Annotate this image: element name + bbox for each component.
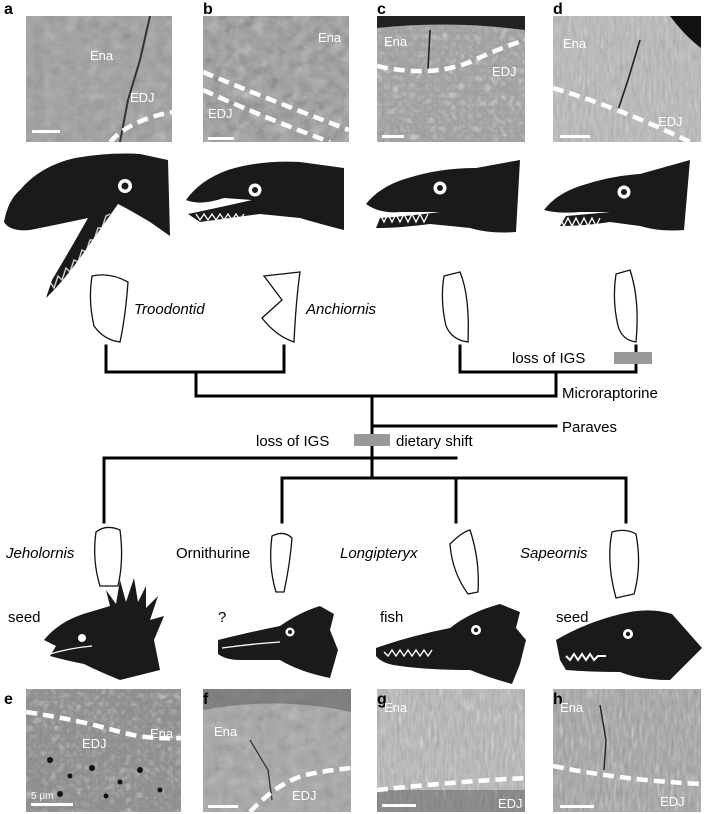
- longipteryx-tooth: [449, 529, 479, 595]
- microraptorine-tooth-1: [441, 271, 469, 343]
- panel-h-ena: Ena: [560, 700, 584, 715]
- label-paraves: Paraves: [562, 419, 617, 436]
- panel-d-ena: Ena: [563, 36, 587, 51]
- taxon-sapeornis: Sapeornis: [520, 545, 588, 562]
- panel-b-edj: EDJ: [208, 106, 233, 121]
- diet-ornithurine: ?: [218, 609, 226, 626]
- diet-longipteryx: fish: [380, 609, 403, 626]
- edj-line-f: [248, 765, 351, 812]
- edj-line-d: [553, 85, 691, 142]
- edj-line-g: [377, 775, 525, 793]
- panel-f-letter: f: [203, 691, 209, 708]
- igs-loss-bar-lower: [354, 434, 390, 446]
- edj-line-a: [108, 109, 172, 142]
- panel-e-edj: EDJ: [82, 736, 107, 751]
- label-loss-igs-lower: loss of IGS: [256, 433, 329, 450]
- edj-line-e: [26, 709, 181, 741]
- taxon-longipteryx: Longipteryx: [340, 545, 418, 562]
- panel-a-scalebar: [32, 130, 60, 133]
- edj-line-h: [553, 763, 701, 787]
- diet-sapeornis: seed: [556, 609, 589, 626]
- panel-d-letter: d: [553, 1, 563, 18]
- panel-g-scalebar: [382, 804, 416, 807]
- sapeornis-head: [556, 610, 702, 680]
- edj-line-b-2: [203, 87, 331, 142]
- panel-a: [26, 16, 172, 142]
- edj-line-b-1: [203, 69, 349, 133]
- panel-c-edj: EDJ: [492, 64, 517, 79]
- panel-h-letter: h: [553, 691, 563, 708]
- panel-g: [377, 689, 525, 812]
- label-loss-igs-upper: loss of IGS: [512, 350, 585, 367]
- panel-c-scalebar: [382, 135, 404, 138]
- label-microraptorine: Microraptorine: [562, 385, 658, 402]
- panel-g-letter: g: [377, 691, 387, 708]
- jeholornis-tooth: [94, 526, 123, 587]
- panel-b: [203, 16, 349, 142]
- panel-a-edj: EDJ: [130, 90, 155, 105]
- panel-f-ena: Ena: [214, 724, 238, 739]
- microraptorine-skull-2: [544, 160, 690, 231]
- panel-e-ena: Ena: [150, 726, 174, 741]
- taxon-jeholornis: Jeholornis: [5, 545, 75, 562]
- panel-h-edj: EDJ: [660, 794, 685, 809]
- panel-e-scale-label: 5 μm: [31, 791, 53, 802]
- taxon-troodontid: Troodontid: [134, 301, 205, 318]
- panel-c-ena: Ena: [384, 34, 408, 49]
- panel-h: [553, 689, 701, 812]
- panel-a-letter: a: [4, 1, 13, 18]
- panel-f-edj: EDJ: [292, 788, 317, 803]
- panel-a-ena: Ena: [90, 48, 114, 63]
- ornithurine-head: [218, 606, 338, 678]
- diet-jeholornis: seed: [8, 609, 41, 626]
- panel-g-edj: EDJ: [498, 796, 523, 811]
- troodontid-tooth: [89, 274, 129, 343]
- panel-e: [26, 689, 181, 812]
- panel-h-scalebar: [560, 805, 594, 808]
- ornithurine-tooth: [270, 532, 293, 593]
- label-dietary-shift: dietary shift: [396, 433, 474, 450]
- longipteryx-head: [376, 604, 526, 684]
- panel-c: [377, 16, 525, 142]
- panel-d-edj: EDJ: [658, 114, 683, 129]
- anchiornis-skull: [186, 161, 344, 230]
- sapeornis-tooth: [609, 529, 640, 599]
- taxon-ornithurine: Ornithurine: [176, 545, 250, 562]
- panel-g-ena: Ena: [384, 700, 408, 715]
- igs-loss-bar-upper: [614, 352, 652, 364]
- panel-e-scalebar: [31, 803, 73, 806]
- panel-d: [553, 16, 701, 142]
- panel-b-letter: b: [203, 1, 213, 18]
- taxon-anchiornis: Anchiornis: [305, 301, 377, 318]
- edj-line-c: [377, 37, 525, 74]
- panel-c-letter: c: [377, 1, 386, 18]
- panel-f: [203, 689, 351, 812]
- microraptorine-skull-1: [366, 160, 520, 233]
- microraptorine-tooth-2: [613, 269, 638, 343]
- panel-e-letter: e: [4, 691, 13, 708]
- anchiornis-tooth: [261, 271, 301, 343]
- panel-b-ena: Ena: [318, 30, 342, 45]
- panel-f-scalebar: [208, 805, 238, 808]
- troodontid-skull: [4, 153, 170, 298]
- panel-b-scalebar: [208, 137, 234, 140]
- panel-d-scalebar: [560, 135, 590, 138]
- jeholornis-head: [44, 578, 164, 680]
